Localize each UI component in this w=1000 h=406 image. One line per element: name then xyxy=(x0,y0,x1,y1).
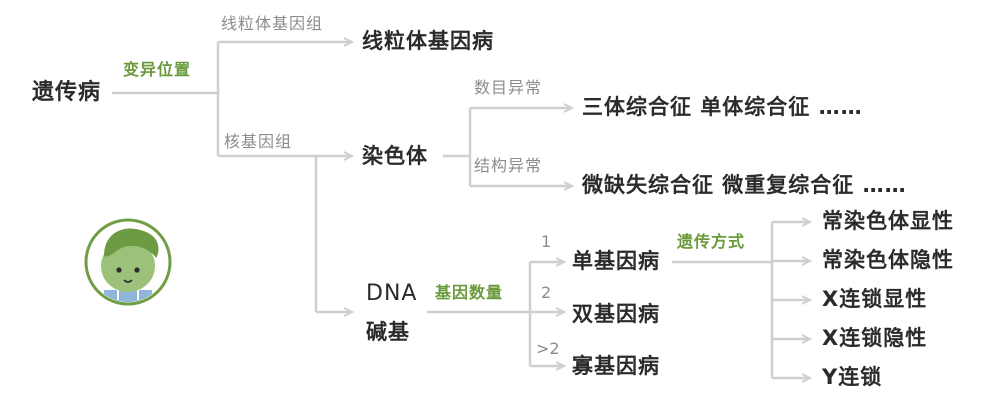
node-structure-examples: 微缺失综合征 微重复综合征 …… xyxy=(582,173,907,197)
edge-label-inheritance-mode: 遗传方式 xyxy=(677,232,746,251)
mode-y-linked: Y连锁 xyxy=(822,365,883,389)
edge-label-gene-count: 基因数量 xyxy=(435,283,504,302)
node-number-examples: 三体综合征 单体综合征 …… xyxy=(582,95,863,119)
node-chromosome: 染色体 xyxy=(362,144,428,168)
count-label-more: >2 xyxy=(536,339,560,358)
mode-x-linked-recessive: X连锁隐性 xyxy=(822,326,928,350)
mode-x-linked-dominant: X连锁显性 xyxy=(822,287,928,311)
mode-autosomal-dominant: 常染色体显性 xyxy=(822,209,954,233)
root-node: 遗传病 xyxy=(32,80,102,105)
count-label-one: 1 xyxy=(541,232,552,251)
node-multi-gene: 寡基因病 xyxy=(572,354,660,378)
green-bean-mascot-icon xyxy=(84,218,172,306)
edge-label-number-abnormal: 数目异常 xyxy=(474,78,543,97)
edge-label-position-change: 变异位置 xyxy=(123,60,192,79)
node-dna: DNA xyxy=(366,281,418,306)
edge-label-structure-abnormal: 结构异常 xyxy=(474,156,543,175)
node-single-gene: 单基因病 xyxy=(572,249,660,273)
node-base: 碱基 xyxy=(366,320,410,344)
edge-label-nuclear-genome: 核基因组 xyxy=(224,132,293,151)
mode-autosomal-recessive: 常染色体隐性 xyxy=(822,248,954,272)
edge-label-mito-genome: 线粒体基因组 xyxy=(221,14,324,33)
count-label-two: 2 xyxy=(541,283,552,302)
node-double-gene: 双基因病 xyxy=(572,302,660,326)
node-mito-gene-disease: 线粒体基因病 xyxy=(362,29,494,53)
